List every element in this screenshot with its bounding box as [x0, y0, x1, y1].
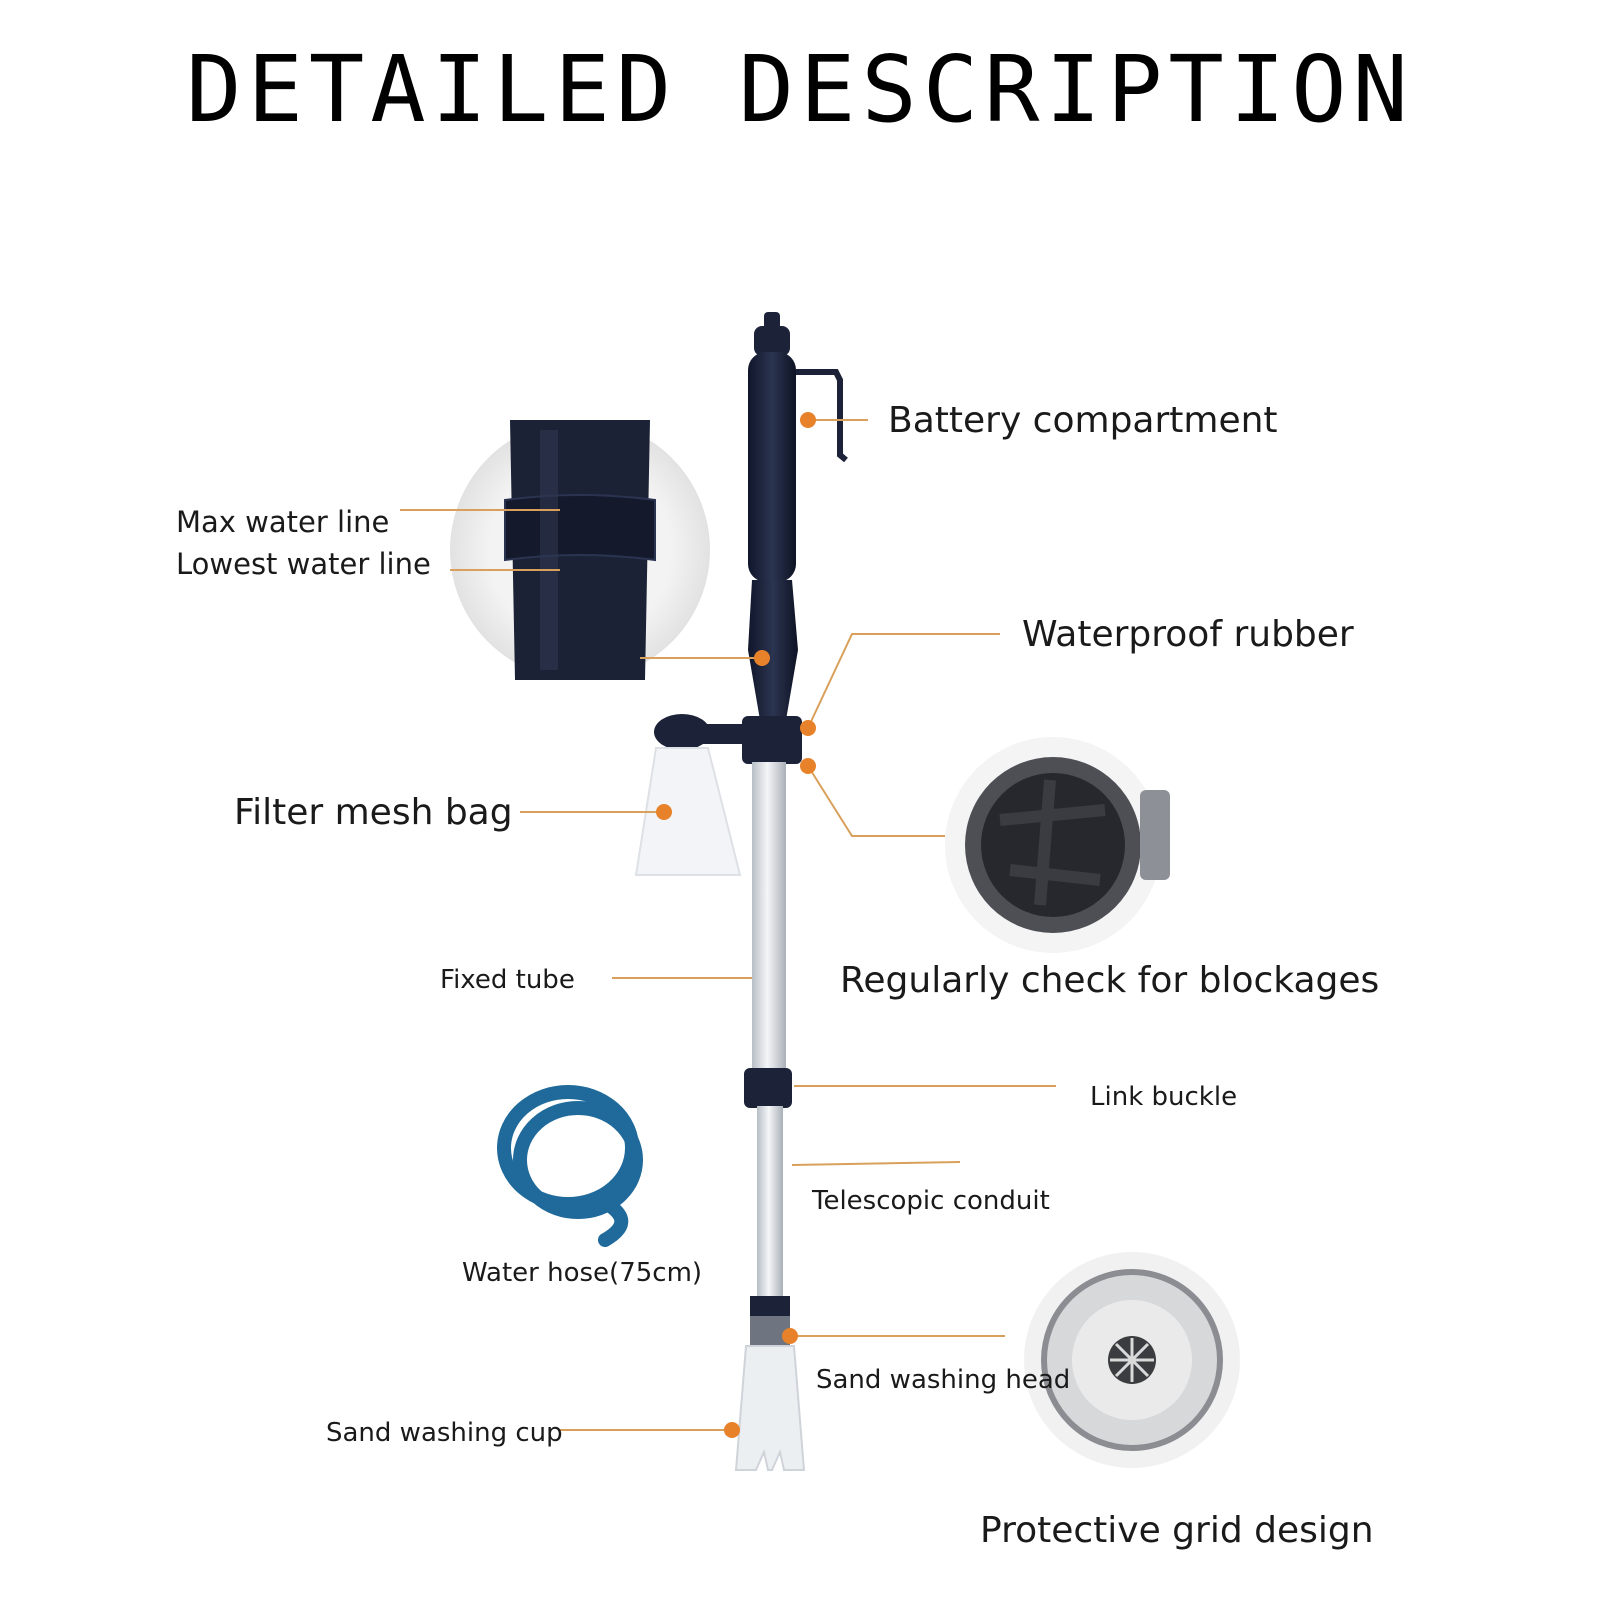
label-telescopic-conduit: Telescopic conduit — [812, 1186, 1050, 1216]
blockage-closeup — [945, 737, 1170, 953]
gravel-cleaner-device — [634, 312, 848, 1471]
label-lowest-water-line: Lowest water line — [176, 547, 431, 581]
label-link-buckle: Link buckle — [1090, 1082, 1238, 1112]
grid-closeup — [1024, 1252, 1240, 1468]
callout-dots — [656, 412, 816, 1438]
leader-lines — [400, 419, 1056, 1431]
label-sand-washing-cup: Sand washing cup — [326, 1418, 563, 1448]
label-max-water-line: Max water line — [176, 505, 390, 539]
label-regularly-check-blockages: Regularly check for blockages — [840, 960, 1380, 1001]
water-hose — [497, 1085, 643, 1247]
water-line-closeup — [450, 420, 710, 680]
label-filter-mesh-bag: Filter mesh bag — [234, 792, 513, 833]
label-protective-grid-design: Protective grid design — [980, 1510, 1374, 1551]
page-title: DETAILED DESCRIPTION — [186, 36, 1414, 143]
label-sand-washing-head: Sand washing head — [816, 1365, 1071, 1395]
label-waterproof-rubber: Waterproof rubber — [1022, 614, 1354, 655]
label-battery-compartment: Battery compartment — [888, 400, 1278, 441]
label-fixed-tube: Fixed tube — [440, 965, 575, 995]
label-water-hose: Water hose(75cm) — [462, 1258, 703, 1288]
